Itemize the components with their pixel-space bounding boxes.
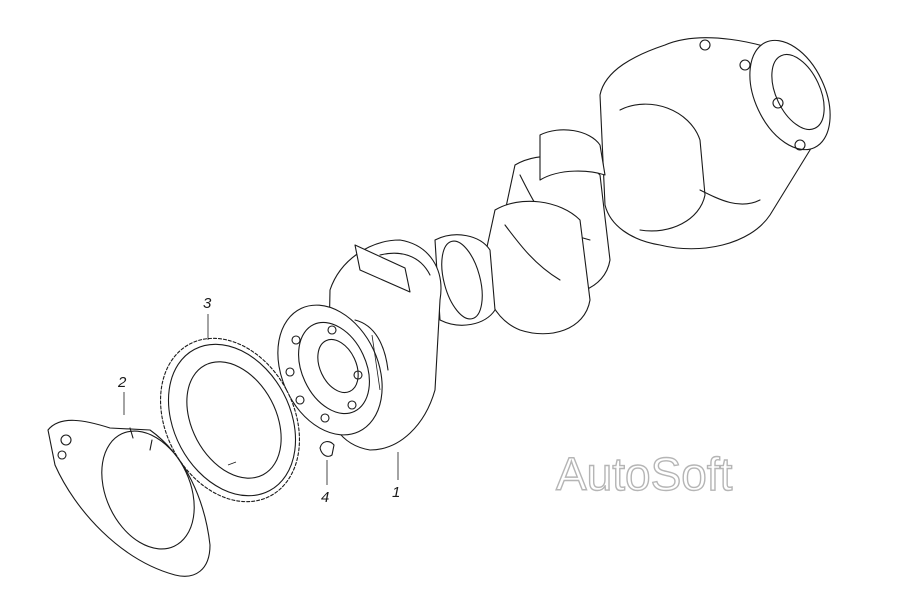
autosoft-watermark: AutoSoft <box>556 448 733 500</box>
half-washer-part-2 <box>47 419 211 577</box>
callout-3: 3 <box>203 295 212 312</box>
callout-leaders <box>123 314 399 485</box>
key-part-4 <box>319 441 335 457</box>
callout-1: 1 <box>392 484 400 501</box>
callout-4: 4 <box>321 489 329 506</box>
callout-2: 2 <box>117 374 127 391</box>
crankshaft-part-1 <box>277 37 831 451</box>
ring-gear-part-3 <box>159 337 301 503</box>
